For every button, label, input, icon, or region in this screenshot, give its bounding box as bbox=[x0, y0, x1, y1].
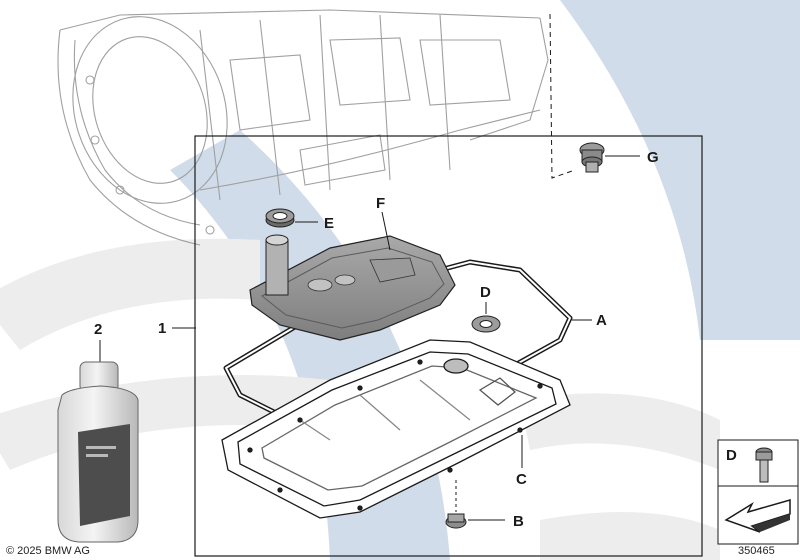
label-f: F bbox=[376, 195, 385, 212]
copyright-text: © 2025 BMW AG bbox=[6, 545, 90, 557]
diagram-number: 350465 bbox=[738, 545, 775, 557]
transmission-oil-bottle bbox=[57, 340, 139, 543]
label-2: 2 bbox=[94, 321, 102, 338]
label-a: A bbox=[596, 312, 607, 329]
oil-filter-part bbox=[249, 211, 456, 341]
kit-frame bbox=[194, 135, 703, 557]
label-g: G bbox=[647, 149, 659, 166]
inset-label-d: D bbox=[726, 447, 737, 464]
bolt-icon bbox=[755, 447, 773, 483]
label-c: C bbox=[516, 471, 527, 488]
label-1: 1 bbox=[158, 320, 166, 337]
label-e: E bbox=[324, 215, 334, 232]
installation-direction-arrow-icon bbox=[724, 499, 791, 533]
seal-ring-part bbox=[265, 208, 318, 228]
washer-part bbox=[471, 302, 501, 333]
label-b: B bbox=[513, 513, 524, 530]
bolt-inset-box bbox=[717, 439, 799, 545]
label-d: D bbox=[480, 284, 491, 301]
drain-plug-part bbox=[445, 480, 505, 529]
oil-pan-part bbox=[221, 339, 571, 519]
screw-plug-part bbox=[579, 142, 640, 173]
transmission-housing-illustration bbox=[57, 9, 549, 246]
